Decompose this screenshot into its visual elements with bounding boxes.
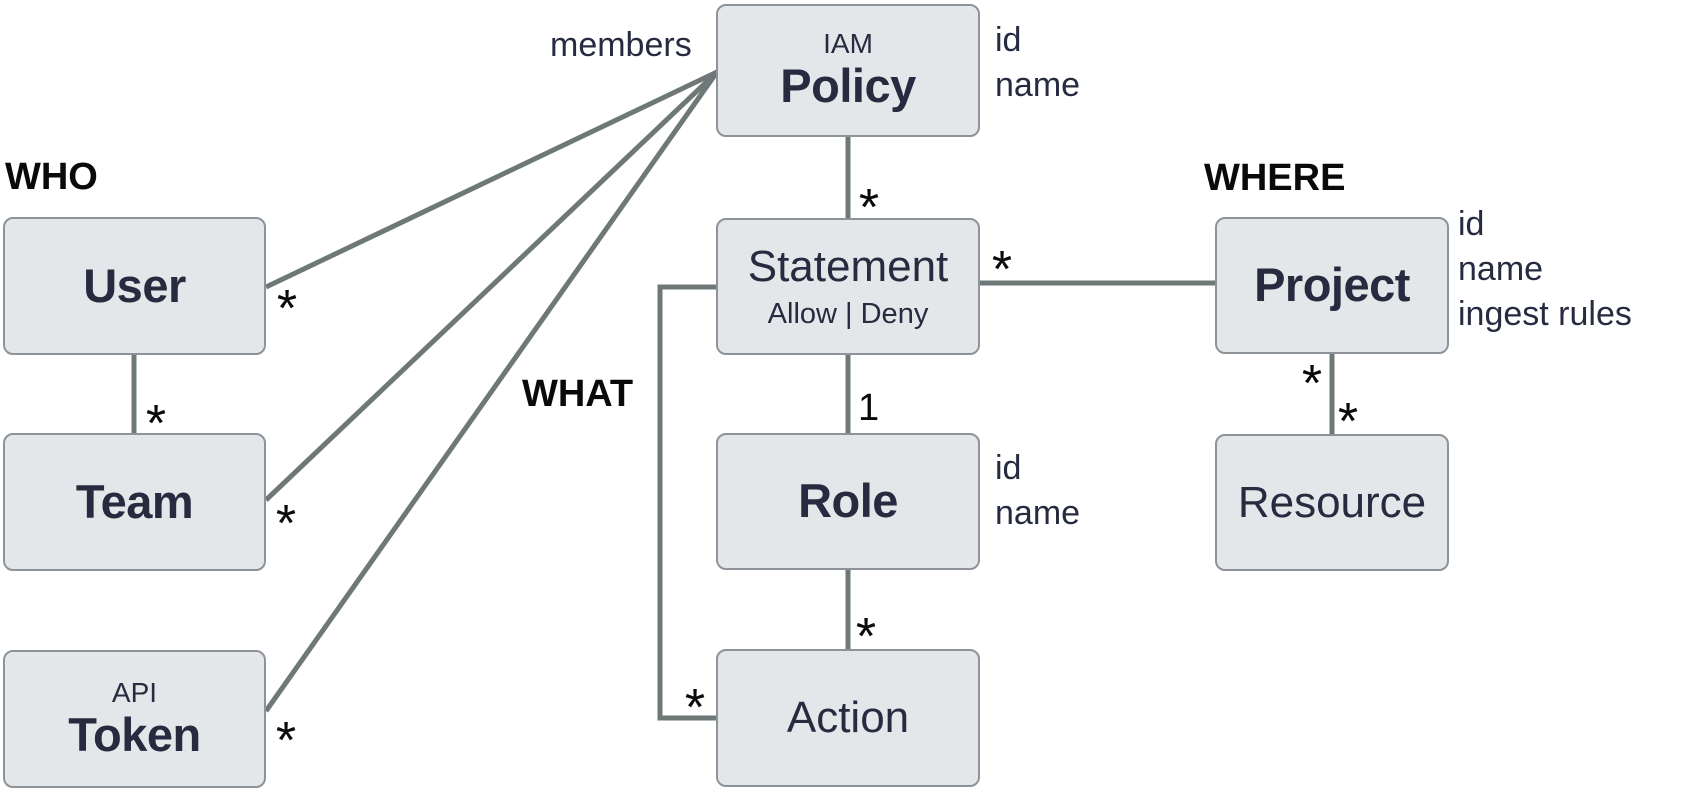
multiplicity-token-policy: * <box>275 712 297 770</box>
multiplicity-statement-action: * <box>684 679 706 737</box>
entity-project: Project <box>1215 217 1449 354</box>
attribute: name <box>995 66 1081 104</box>
multiplicity-user-policy: * <box>276 280 298 338</box>
entity-token: API Token <box>3 650 266 788</box>
entity-role: Role <box>716 433 980 570</box>
entity-policy-super: IAM <box>823 28 873 59</box>
attribute: name <box>995 494 1081 532</box>
attribute: id <box>1458 205 1485 243</box>
edge-statement-action-bracket <box>657 284 717 721</box>
entity-policy-name: Policy <box>780 59 916 113</box>
multiplicity-policy-statement: * <box>858 179 880 237</box>
multiplicity-role-action: * <box>855 608 877 666</box>
group-label-where: WHERE <box>1204 157 1346 199</box>
multiplicity-team-policy: * <box>275 495 297 553</box>
entity-user: User <box>3 217 266 355</box>
entity-token-name: Token <box>68 707 201 761</box>
group-label-what: WHAT <box>522 373 634 415</box>
multiplicity-project-resource-upper: * <box>1301 355 1323 413</box>
entity-action: Action <box>716 649 980 787</box>
entity-resource: Resource <box>1215 434 1449 571</box>
entity-project-name: Project <box>1254 258 1410 312</box>
edge-token-policy <box>263 70 720 713</box>
entity-project-attributes: id name ingest rules <box>1458 202 1632 337</box>
entity-role-name: Role <box>798 474 898 528</box>
entity-action-name: Action <box>786 693 910 743</box>
entity-team: Team <box>3 433 266 571</box>
entity-statement-effect: Allow | Deny <box>767 297 929 330</box>
edge-user-policy <box>264 69 719 290</box>
attribute: name <box>1458 250 1544 288</box>
multiplicity-statement-role: 1 <box>858 387 880 429</box>
multiplicity-statement-project: * <box>991 241 1013 299</box>
entity-policy: IAM Policy <box>716 4 980 137</box>
entity-user-name: User <box>83 258 186 312</box>
multiplicity-project-resource-lower: * <box>1337 393 1359 451</box>
entity-statement-name: Statement <box>747 242 949 292</box>
group-label-who: WHO <box>5 156 98 198</box>
entity-resource-name: Resource <box>1237 477 1427 527</box>
edge-team-policy <box>264 70 719 502</box>
entity-team-name: Team <box>75 474 194 528</box>
entity-policy-attributes: id name <box>995 18 1080 108</box>
attribute: ingest rules <box>1458 295 1632 333</box>
entity-role-attributes: id name <box>995 446 1080 536</box>
edge-label-members: members <box>550 26 692 64</box>
multiplicity-user-team: * <box>145 395 167 453</box>
attribute: id <box>995 21 1022 59</box>
attribute: id <box>995 449 1022 487</box>
entity-statement: Statement Allow | Deny <box>716 218 980 355</box>
entity-token-super: API <box>111 676 158 708</box>
